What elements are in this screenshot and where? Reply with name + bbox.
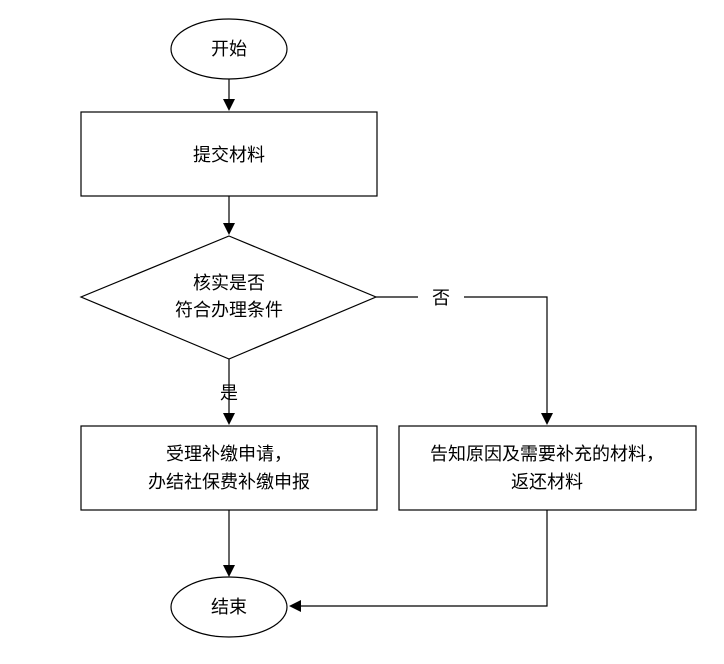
decision-node: 核实是否 符合办理条件	[79, 235, 378, 360]
decision-label-line1: 核实是否	[193, 273, 265, 294]
accept-label-line2: 办结社保费补缴申报	[148, 472, 310, 493]
submit-box	[80, 111, 378, 197]
arrow-down-icon	[541, 413, 553, 425]
decision-diamond	[79, 235, 378, 360]
edge-no-label: 否	[432, 288, 450, 309]
reject-node: 告知原因及需要补充的材料， 返还材料	[398, 425, 697, 511]
end-ellipse	[170, 576, 288, 638]
edge-line	[464, 296, 548, 414]
end-label: 结束	[211, 597, 247, 618]
arrow-down-icon	[223, 565, 235, 577]
decision-label-line2: 符合办理条件	[175, 300, 283, 321]
edge-yes-label: 是	[220, 383, 238, 404]
start-node: 开始	[170, 18, 288, 80]
edge-start-to-submit	[223, 79, 235, 111]
edge-decision-no: 否	[376, 288, 553, 425]
edge-line	[300, 510, 548, 607]
accept-box	[80, 425, 378, 511]
reject-label-line2: 返还材料	[511, 472, 583, 493]
arrow-down-icon	[223, 223, 235, 235]
arrow-down-icon	[223, 99, 235, 111]
submit-node: 提交材料	[80, 111, 378, 197]
edge-accept-to-end	[223, 510, 235, 577]
arrow-down-icon	[223, 413, 235, 425]
accept-label-line1: 受理补缴申请，	[166, 444, 292, 465]
start-label: 开始	[211, 39, 247, 60]
arrow-left-icon	[289, 600, 301, 612]
edge-decision-yes: 是	[220, 359, 238, 425]
reject-box	[398, 425, 697, 511]
submit-label: 提交材料	[193, 145, 265, 166]
edge-submit-to-decision	[223, 196, 235, 235]
end-node: 结束	[170, 576, 288, 638]
edge-reject-to-end	[289, 510, 548, 612]
accept-node: 受理补缴申请， 办结社保费补缴申报	[80, 425, 378, 511]
reject-label-line1: 告知原因及需要补充的材料，	[430, 444, 664, 465]
